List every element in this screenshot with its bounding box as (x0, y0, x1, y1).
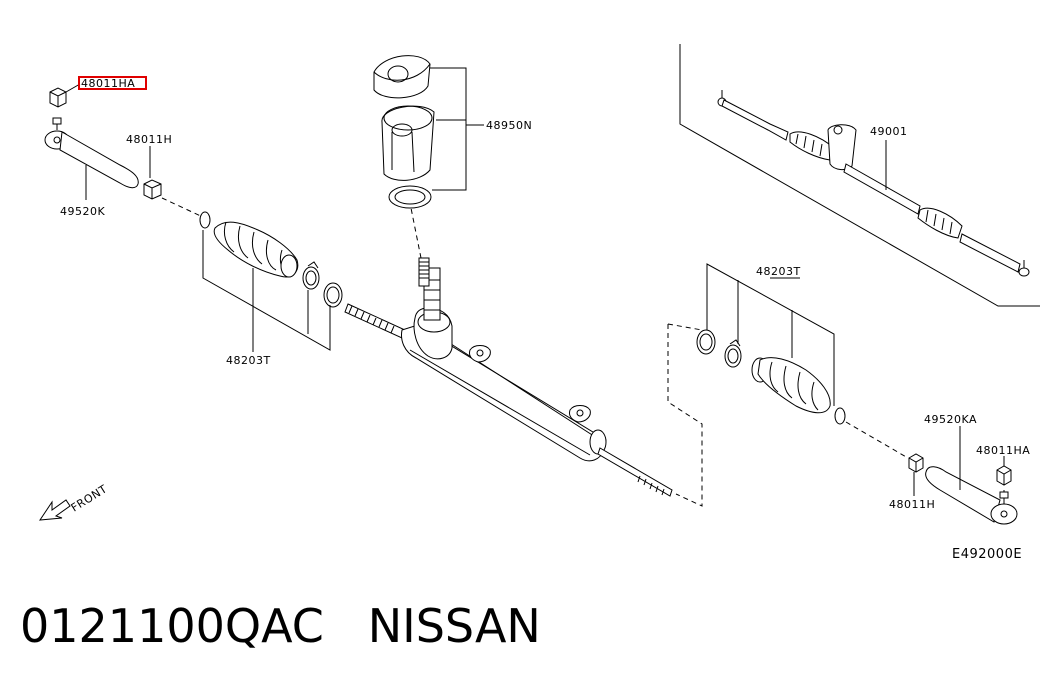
rack-housing-part[interactable] (344, 257, 673, 497)
boot-cover-part[interactable] (381, 105, 435, 181)
part-caption: 0121100QAC NISSAN (20, 596, 541, 656)
caption-gap (324, 599, 368, 653)
callout-nut-lh[interactable]: 48011HA (81, 77, 135, 90)
boot-clamp-lh-part[interactable] (302, 261, 320, 290)
nut-rh-part[interactable] (996, 465, 1012, 486)
callout-nut-rh[interactable]: 48011HA (976, 444, 1030, 457)
callout-tie-rod-end-rh[interactable]: 49520KA (924, 413, 977, 426)
boot-lh-part[interactable] (199, 211, 299, 278)
figure-code: E492000E (952, 547, 1022, 562)
gear-assy-part[interactable] (717, 90, 1030, 277)
lock-nut-lh-part[interactable] (143, 179, 162, 200)
callout-gear-assy[interactable]: 49001 (870, 125, 908, 138)
tie-rod-end-lh-part[interactable] (44, 117, 139, 189)
callout-tie-rod-end-lh[interactable]: 49520K (60, 205, 105, 218)
boot-band-lh-part[interactable] (323, 282, 343, 308)
part-number: 0121100QAC (20, 599, 324, 653)
callout-lock-nut-lh[interactable]: 48011H (126, 133, 172, 146)
boot-band-rh-part[interactable] (696, 329, 716, 355)
boot-clamp-rh-part[interactable] (724, 339, 742, 368)
highlight-box (78, 76, 147, 90)
lock-nut-rh-part[interactable] (908, 453, 924, 473)
mount-insulator-part[interactable] (373, 55, 431, 99)
front-label: FRONT (69, 482, 110, 514)
callout-lock-nut-rh[interactable]: 48011H (889, 498, 935, 511)
brand-name: NISSAN (367, 599, 541, 653)
seal-ring-part[interactable] (388, 185, 432, 209)
callout-boot-kit-lh[interactable]: 48203T (226, 354, 271, 367)
tie-rod-end-rh-part[interactable] (925, 466, 1018, 525)
nut-lh-part[interactable] (49, 87, 67, 108)
callout-boot-kit-rh[interactable]: 48203T (756, 265, 801, 278)
boot-rh-part[interactable] (751, 357, 846, 425)
callout-mount-insulator[interactable]: 48950N (486, 119, 532, 132)
front-arrow-icon (39, 499, 71, 521)
